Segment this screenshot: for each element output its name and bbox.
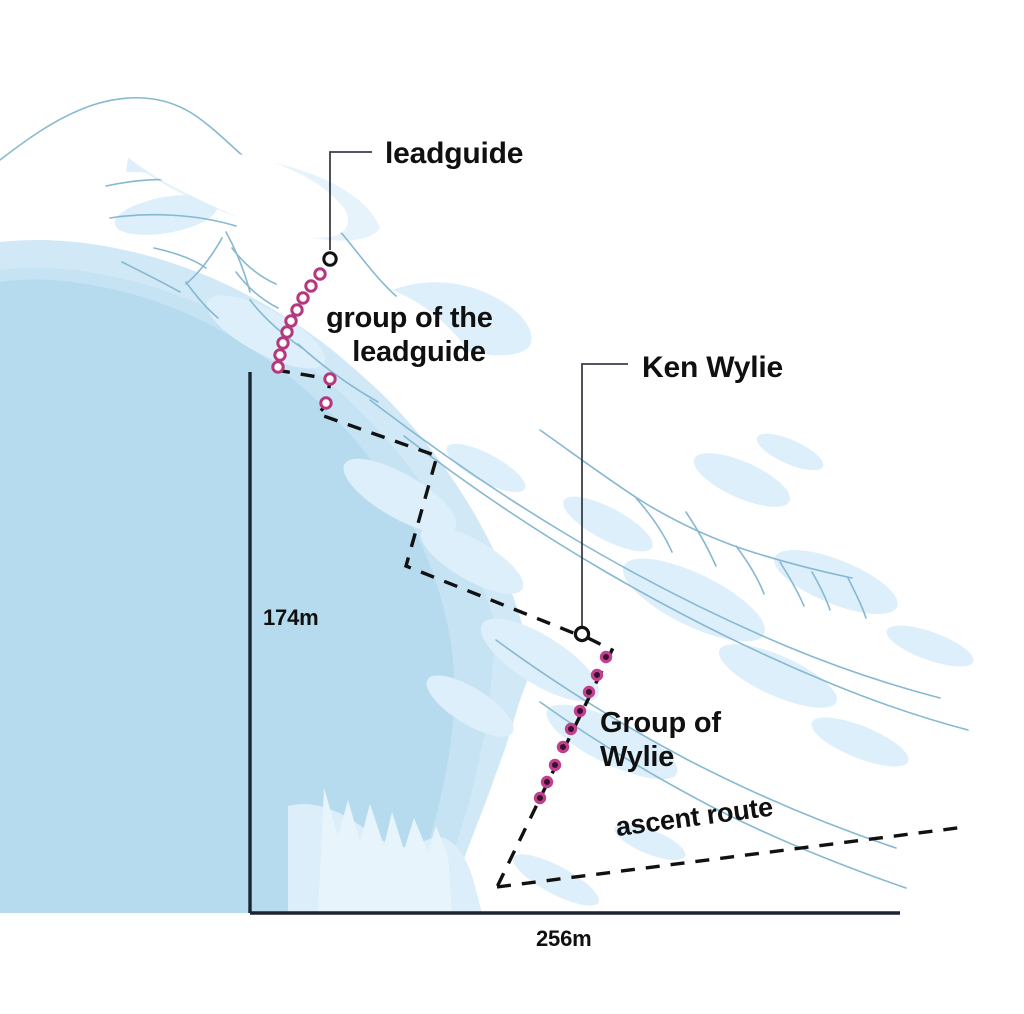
label-group-of-the-leadguide-line1: group of the bbox=[326, 302, 493, 334]
leader-line-leadguide bbox=[329, 151, 372, 250]
label-leadguide: leadguide bbox=[385, 137, 524, 170]
label-group-of-the-leadguide: group of the leadguide bbox=[326, 301, 546, 369]
markers-group-of-wylie bbox=[533, 650, 613, 805]
contour-lines bbox=[0, 96, 969, 889]
descent-route-wylie bbox=[495, 636, 615, 888]
descent-route-leadguide bbox=[275, 368, 577, 636]
summit-snow-lobe bbox=[126, 149, 349, 238]
snow-finger-spike-a bbox=[318, 788, 452, 913]
label-group-of-the-leadguide-line2: leadguide bbox=[352, 336, 486, 369]
markers-group-of-leadguide bbox=[271, 267, 337, 410]
marker-leadguide bbox=[322, 251, 338, 267]
label-vertical-dimension: 174m bbox=[263, 605, 319, 630]
label-ken-wylie: Ken Wylie bbox=[642, 351, 784, 384]
label-group-of-wylie-line1: Group of bbox=[600, 707, 721, 739]
ascent-route-line bbox=[496, 825, 966, 889]
label-group-of-wylie-line2: Wylie bbox=[600, 741, 675, 774]
label-group-of-wylie: Group of Wylie bbox=[600, 706, 800, 774]
slope-wash-right bbox=[300, 214, 1024, 1014]
snow-streaks bbox=[114, 155, 974, 906]
marker-ken-wylie bbox=[573, 625, 591, 643]
label-horizontal-dimension: 256m bbox=[536, 926, 592, 951]
leader-line-ken-wylie bbox=[581, 363, 628, 626]
